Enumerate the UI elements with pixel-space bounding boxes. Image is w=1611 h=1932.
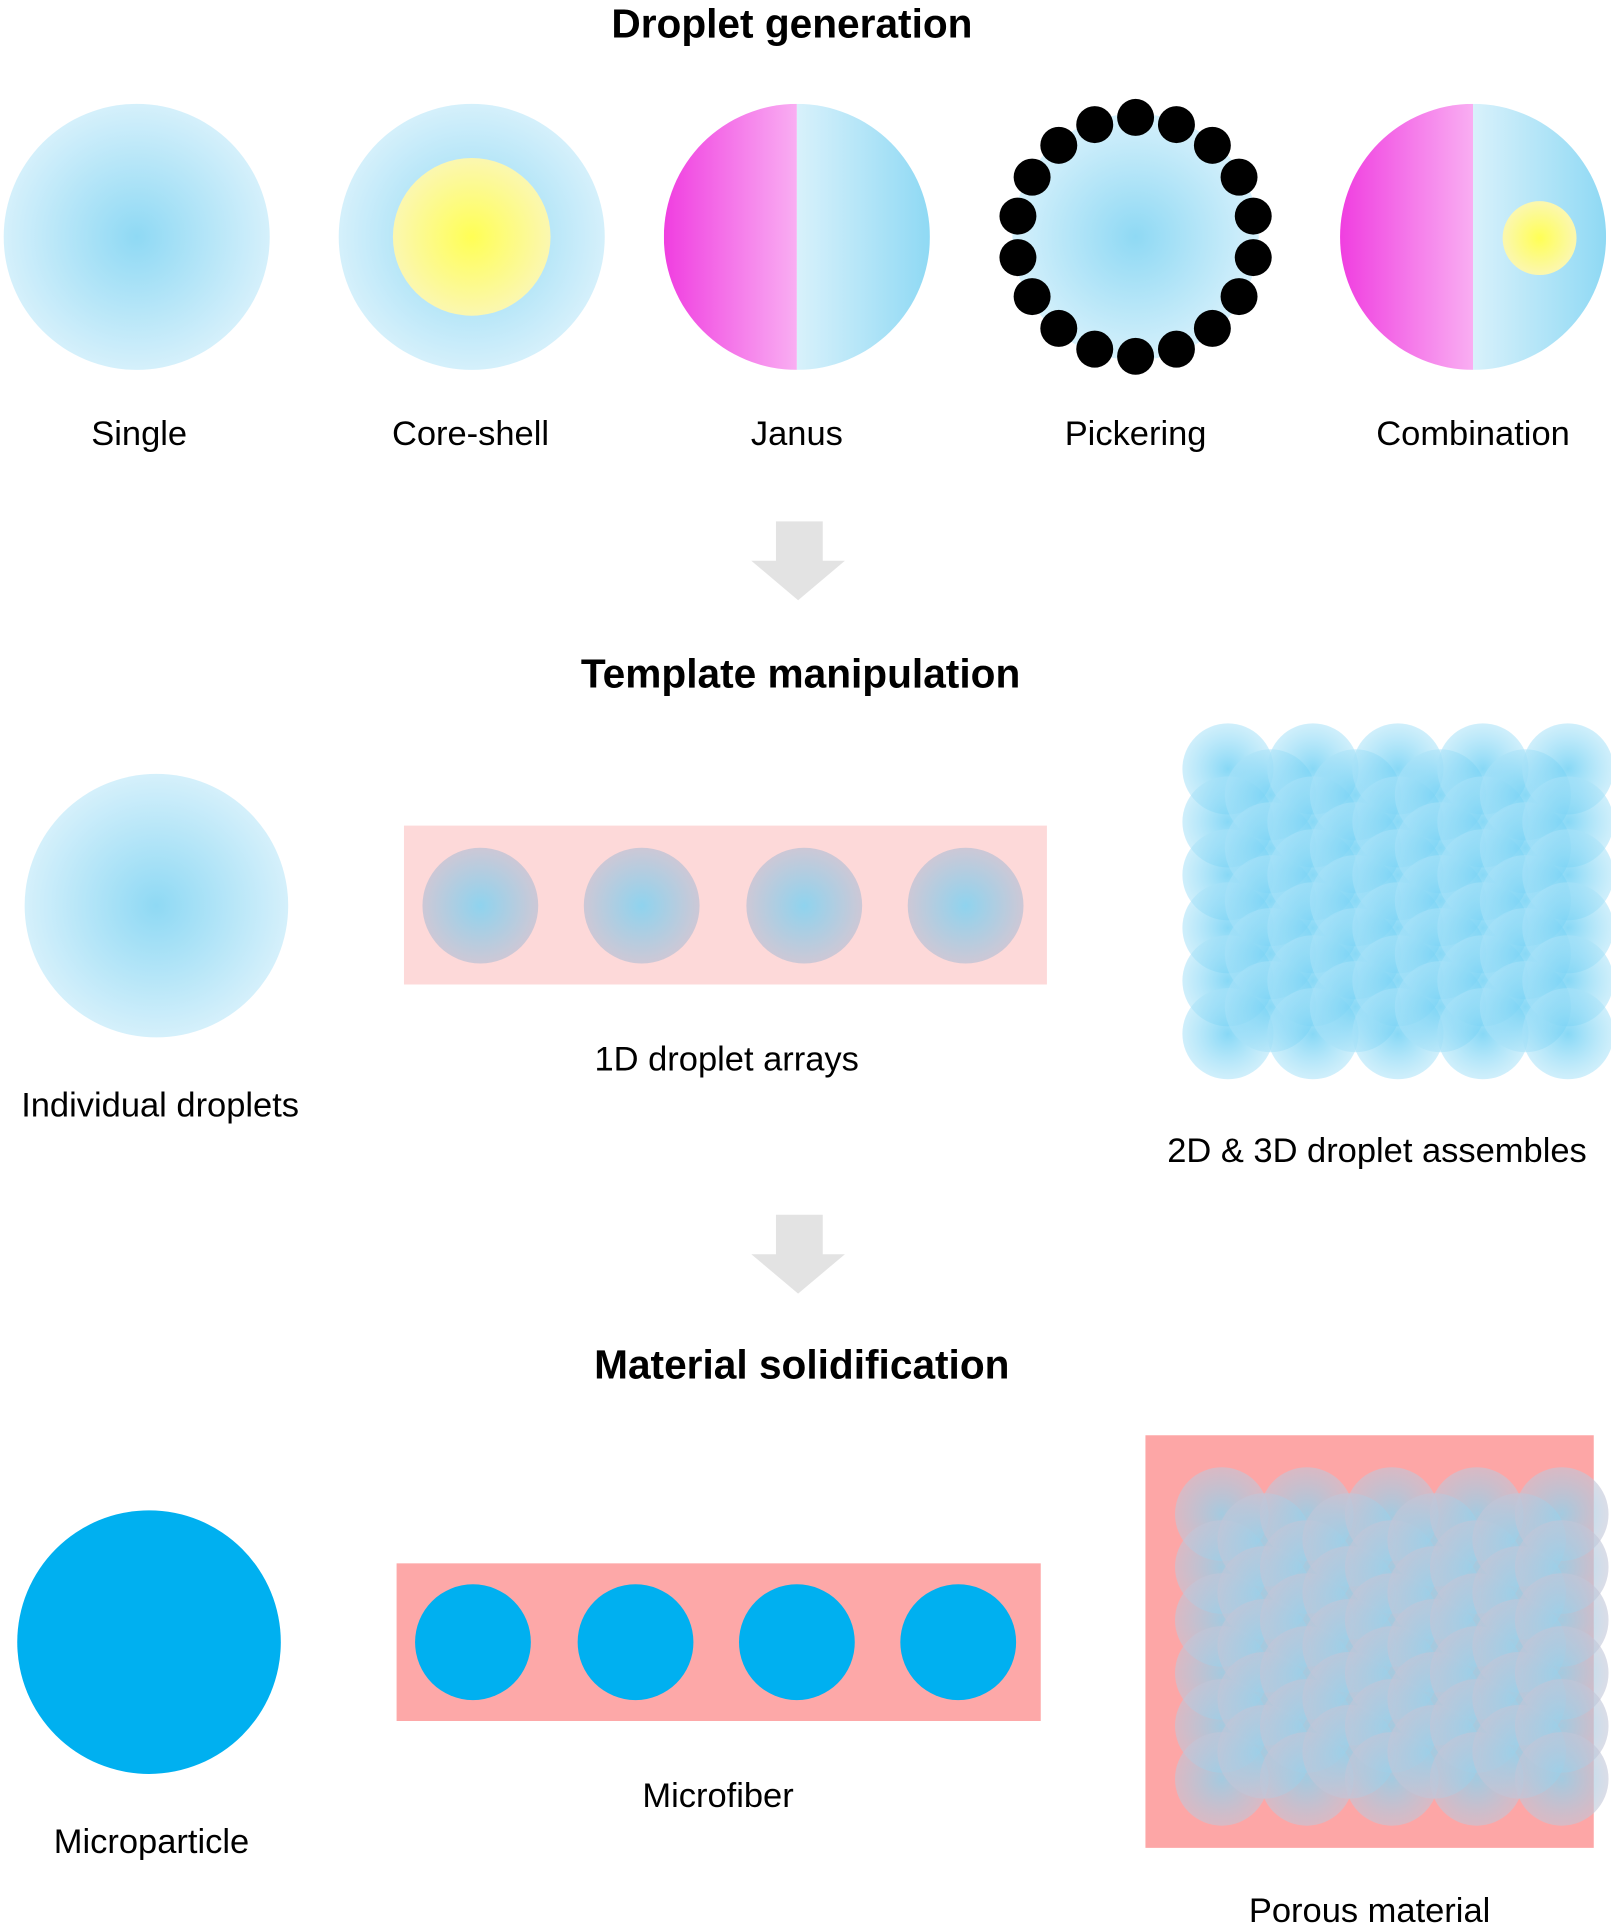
pickering-particle [1117, 337, 1155, 375]
pickering-droplet [999, 98, 1272, 375]
label-individual-droplets: Individual droplets [21, 1086, 299, 1124]
label-janus: Janus [751, 415, 843, 453]
label-pickering: Pickering [1065, 415, 1207, 453]
individual-droplet [24, 773, 289, 1038]
pickering-particle [1193, 309, 1231, 347]
pickering-particle [1220, 158, 1258, 196]
down-arrow-icon [751, 521, 845, 601]
pickering-particle [1040, 309, 1078, 347]
label-single: Single [91, 415, 187, 453]
pickering-particle [1234, 197, 1272, 235]
droplet-array-1d [403, 825, 1047, 985]
single-droplet [3, 103, 270, 370]
porous-material [1145, 1435, 1609, 1848]
label-microfiber: Microfiber [642, 1777, 793, 1815]
janus-droplet [663, 103, 930, 370]
microfiber [396, 1563, 1041, 1722]
section-title-material-solidification: Material solidification [594, 1342, 1009, 1388]
microparticle [17, 1510, 281, 1774]
pickering-particle [1234, 239, 1272, 277]
label-combination: Combination [1376, 415, 1570, 453]
pickering-particle [999, 197, 1037, 235]
pickering-particle [1220, 278, 1258, 316]
label-porous-material: Porous material [1249, 1892, 1490, 1930]
down-arrow-icon [751, 1214, 845, 1294]
label-1d-droplet-arrays: 1D droplet arrays [594, 1041, 858, 1079]
pickering-particle [1076, 330, 1114, 368]
pickering-particle [1013, 158, 1051, 196]
pickering-particle [1076, 106, 1114, 144]
pickering-particle [1013, 278, 1051, 316]
label-core-shell: Core-shell [392, 415, 549, 453]
pickering-particle [1157, 330, 1195, 368]
core-shell-droplet [338, 103, 605, 370]
label-microparticle: Microparticle [54, 1823, 249, 1861]
pickering-particle [1040, 126, 1078, 164]
pickering-particle [1117, 98, 1155, 136]
pickering-particle [999, 239, 1037, 277]
assembly-droplet [1522, 988, 1611, 1080]
section-title-template-manipulation: Template manipulation [581, 651, 1020, 697]
pore [1514, 1732, 1609, 1826]
label-2d-3d-droplet-assembles: 2D & 3D droplet assembles [1167, 1132, 1587, 1170]
combination-droplet [1340, 103, 1607, 370]
pickering-particle [1157, 106, 1195, 144]
section-title-droplet-generation: Droplet generation [611, 0, 972, 46]
pickering-particle [1193, 126, 1231, 164]
droplet-assembly-2d-3d [1182, 723, 1611, 1080]
